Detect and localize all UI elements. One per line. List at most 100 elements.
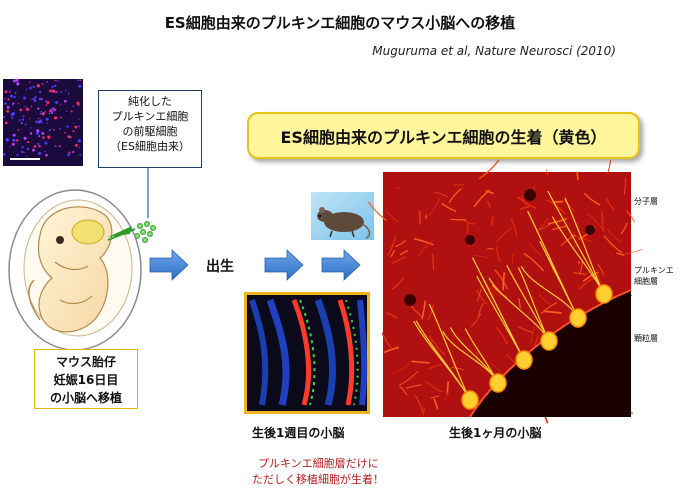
micrograph-dot	[3, 153, 6, 156]
tissue-fiber	[464, 220, 475, 225]
purkinje-cell	[488, 265, 558, 351]
micrograph-dot	[4, 97, 6, 100]
birth-label: 出生	[206, 259, 234, 275]
micrograph-dot	[17, 102, 20, 104]
micrograph-dot	[73, 122, 75, 124]
micrograph-dot	[72, 151, 75, 154]
adult-mouse-photo	[311, 192, 374, 240]
tissue-fiber	[387, 236, 397, 256]
transplant-cells	[134, 221, 156, 243]
embryo-label-line-1: マウス胎仔	[55, 355, 116, 369]
arrow-3	[321, 249, 361, 281]
tissue-fiber	[601, 211, 604, 232]
tissue-fiber	[491, 216, 494, 226]
micrograph-dot	[44, 100, 47, 103]
tissue-fiber	[528, 241, 543, 257]
micrograph-dot	[31, 98, 33, 100]
mouse-embryo-illustration	[8, 189, 142, 351]
tissue-fiber	[411, 360, 430, 364]
micrograph-dot	[44, 111, 46, 113]
engraftment-banner: ES細胞由来のプルキンエ細胞の生着（黄色）	[247, 112, 640, 159]
micrograph-dot	[38, 151, 42, 156]
micrograph-dot	[16, 153, 19, 156]
embryo-label-line-3: の小脳へ移植	[49, 391, 122, 405]
tissue-fiber	[606, 160, 612, 175]
micrograph-dot	[19, 108, 23, 112]
micrograph-dot	[9, 146, 11, 148]
tissue-fiber	[444, 391, 449, 401]
purkinje-cell	[471, 257, 533, 370]
micrograph-dot	[36, 84, 41, 88]
tissue-fiber	[391, 276, 405, 291]
micrograph-dot	[4, 102, 7, 105]
tissue-fiber	[485, 189, 495, 195]
purkinje-cell	[547, 190, 613, 304]
micrograph-dot	[36, 129, 40, 133]
conclusion-line-1: プルキンエ細胞層だけに	[258, 457, 379, 470]
micrograph-dot	[60, 116, 62, 119]
micrograph-dot	[33, 99, 37, 102]
tissue-fiber	[448, 188, 462, 204]
micrograph-dot	[16, 82, 18, 84]
tissue-fiber	[478, 159, 500, 180]
micrograph-dot	[54, 145, 57, 148]
tissue-fiber	[502, 272, 506, 291]
precursor-cells-box: 純化した プルキンエ細胞 の前駆細胞 （ES細胞由来）	[98, 90, 202, 168]
micrograph-dot	[66, 125, 69, 128]
micrograph-dot	[37, 121, 40, 123]
micrograph-dot	[76, 101, 80, 105]
micrograph-dot	[26, 147, 30, 151]
micrograph-dot	[49, 89, 52, 93]
tissue-fiber	[476, 288, 482, 302]
micrograph-dot	[11, 142, 15, 146]
tissue-fiber	[616, 252, 625, 257]
tissue-fiber	[516, 196, 537, 210]
micrograph-dot	[37, 117, 40, 120]
micrograph-dot	[6, 105, 9, 108]
tissue-fiber	[476, 289, 488, 305]
micrograph-dot	[55, 79, 58, 82]
tissue-fiber	[573, 272, 586, 275]
tissue-fiber	[523, 253, 545, 272]
tissue-fiber	[517, 326, 534, 333]
tissue-fiber	[547, 217, 568, 225]
micrograph-dot	[54, 116, 58, 120]
micrograph-dot	[78, 125, 80, 128]
micrograph-dot	[32, 85, 35, 89]
tissue-fiber	[606, 228, 623, 243]
micrograph-dot	[29, 81, 31, 83]
micrograph-dot	[2, 115, 6, 119]
micrograph-dot	[58, 80, 60, 82]
tissue-fiber	[597, 263, 605, 276]
micrograph-dot	[24, 152, 26, 154]
micrograph-dot	[41, 131, 45, 135]
tissue-fiber	[603, 235, 623, 254]
tissue-fiber	[393, 360, 413, 375]
micrograph-dot	[78, 118, 80, 120]
purkinje-layer-label-line-1: プルキンエ	[634, 266, 674, 275]
tissue-fiber	[427, 304, 435, 321]
tissue-fiber	[583, 192, 601, 206]
micrograph-dot	[59, 127, 61, 130]
week1-caption: 生後1週目の小脳	[252, 426, 345, 440]
micrograph-dot	[50, 108, 53, 110]
micrograph-dot	[41, 83, 44, 85]
micrograph-dot	[15, 78, 19, 82]
tissue-fiber	[434, 191, 448, 198]
micrograph-dot	[16, 139, 19, 142]
micrograph-dot	[17, 129, 20, 131]
tissue-fiber	[582, 271, 599, 283]
micrograph-dot	[20, 121, 23, 125]
tissue-fiber	[428, 335, 446, 356]
micrograph-dot	[46, 122, 49, 124]
precursor-line-4: （ES細胞由来）	[110, 140, 190, 153]
micrograph-dot	[70, 110, 73, 113]
granular-layer-label: 顆粒層	[634, 334, 658, 343]
micrograph-dot	[38, 135, 41, 138]
micrograph-dot	[13, 95, 16, 99]
tissue-fiber	[391, 256, 407, 265]
micrograph-dot	[77, 79, 80, 82]
micrograph-dot	[38, 144, 41, 147]
micrograph-dot	[39, 112, 42, 115]
